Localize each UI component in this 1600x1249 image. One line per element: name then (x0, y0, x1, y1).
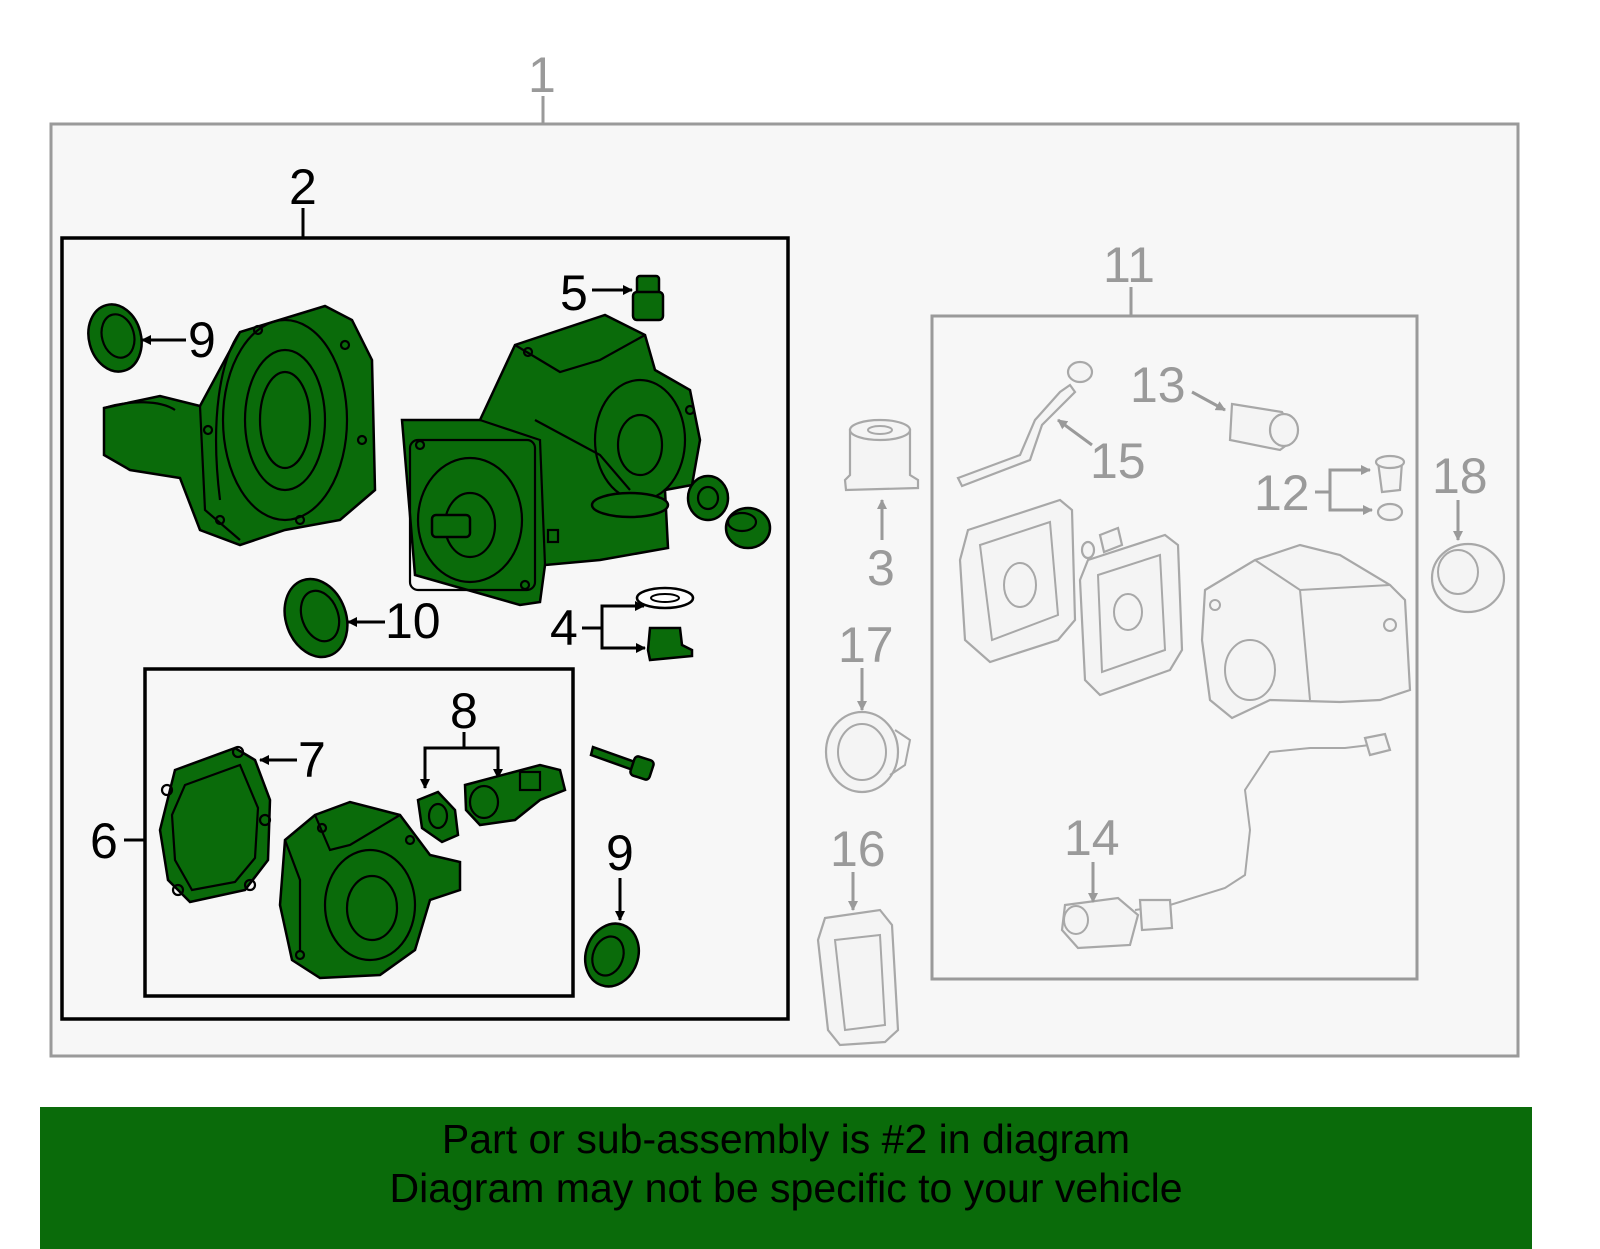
differential-cover[interactable] (102, 304, 377, 547)
pump-housing[interactable] (1200, 543, 1412, 720)
solenoid-8[interactable]: 8 (416, 683, 567, 844)
pan-16[interactable]: 16 (816, 821, 900, 1047)
clutch-housing[interactable] (278, 800, 462, 980)
callout-6: 6 (90, 813, 118, 869)
differential-housing[interactable] (400, 313, 702, 607)
harness-14[interactable]: 14 (1060, 732, 1392, 950)
filter-3[interactable]: 3 (843, 418, 920, 596)
callout-5: 5 (560, 265, 588, 321)
valve-body-assembly[interactable] (958, 498, 1184, 697)
callout-2: 2 (289, 159, 317, 215)
callout-18: 18 (1432, 448, 1488, 504)
callout-13: 13 (1130, 357, 1186, 413)
bolt[interactable] (589, 745, 655, 781)
leader-13 (1191, 390, 1226, 412)
callout-3: 3 (867, 540, 895, 596)
output-seal-set[interactable] (686, 474, 772, 550)
callout-9-lower: 9 (606, 825, 634, 881)
callout-16: 16 (830, 821, 886, 877)
plug-washer-4[interactable]: 4 (550, 586, 695, 662)
plug-5[interactable]: 5 (560, 265, 665, 322)
plug-12[interactable]: 12 (1254, 454, 1406, 522)
callout-17: 17 (838, 617, 894, 673)
callout-15: 15 (1090, 433, 1146, 489)
callout-4: 4 (550, 600, 578, 656)
filter-13[interactable]: 13 (1130, 357, 1300, 452)
seal-9-upper[interactable]: 9 (81, 298, 216, 377)
callout-12: 12 (1254, 465, 1310, 521)
leader-15 (1057, 418, 1093, 447)
seal-9-lower[interactable]: 9 (577, 825, 648, 994)
tube-15[interactable]: 15 (956, 360, 1146, 489)
callout-10: 10 (385, 593, 441, 649)
gasket-7[interactable]: 7 (158, 732, 326, 904)
banner-line-2: Diagram may not be specific to your vehi… (389, 1165, 1183, 1211)
callout-1: 1 (528, 47, 556, 103)
info-banner: Part or sub-assembly is #2 in diagram Di… (40, 1107, 1532, 1249)
washer-4[interactable] (635, 586, 695, 610)
seal-10[interactable]: 10 (274, 570, 441, 666)
banner-line-1: Part or sub-assembly is #2 in diagram (441, 1116, 1131, 1162)
callout-8: 8 (450, 683, 478, 739)
part-18[interactable]: 18 (1430, 448, 1506, 614)
callout-11: 11 (1103, 237, 1155, 293)
callout-9-upper: 9 (188, 312, 216, 368)
part-17[interactable]: 17 (824, 617, 912, 794)
callout-14: 14 (1064, 810, 1120, 866)
callout-7: 7 (298, 732, 326, 788)
